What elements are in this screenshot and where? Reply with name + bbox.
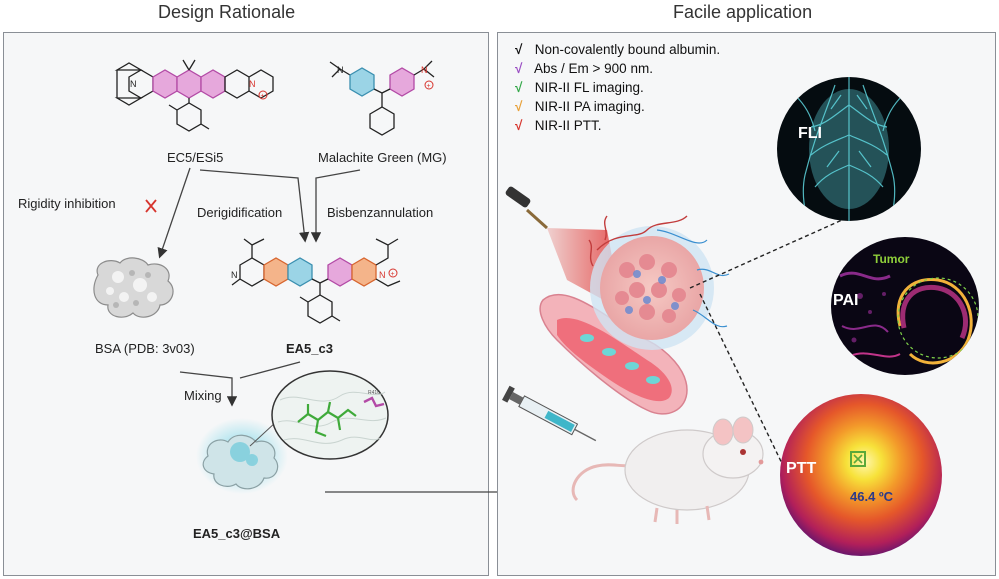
- ptt-thermal-image: [780, 394, 942, 556]
- feature-item: √ NIR-II FL imaging.: [515, 80, 644, 95]
- malachite-green-label: Malachite Green (MG): [318, 150, 447, 165]
- ec5-esi5-label: EC5/ESi5: [167, 150, 224, 165]
- bsa-protein-illustration: [93, 257, 174, 318]
- svg-text:N: N: [231, 270, 238, 280]
- svg-text:N: N: [379, 270, 386, 280]
- check-icon: √: [515, 80, 523, 95]
- feature-item: √ NIR-II PTT.: [515, 118, 602, 133]
- temperature-readout: 46.4 ºC: [850, 489, 894, 504]
- ptt-label: PTT: [786, 460, 817, 477]
- check-icon: √: [515, 118, 523, 133]
- fli-label: FLI: [798, 125, 822, 142]
- ea5-c3-structure: N N +: [231, 238, 401, 324]
- check-icon: √: [515, 99, 523, 114]
- svg-text:R410: R410: [368, 390, 380, 396]
- ec5-structure: N N +: [114, 59, 274, 132]
- check-icon: √: [515, 61, 523, 76]
- svg-text:+: +: [261, 93, 265, 100]
- rigidity-inhibition-label: Rigidity inhibition: [18, 196, 116, 211]
- svg-text:+: +: [391, 271, 395, 278]
- ea5-bsa-complex-illustration: R410: [196, 370, 389, 494]
- feature-item: √ NIR-II PA imaging.: [515, 99, 645, 114]
- bisbenzannulation-label: Bisbenzannulation: [327, 205, 434, 220]
- tumor-mouse-illustration: [502, 186, 764, 524]
- svg-text:N: N: [249, 79, 256, 89]
- feature-item: √ Non-covalently bound albumin.: [515, 42, 721, 57]
- mixing-label: Mixing: [184, 388, 222, 403]
- svg-text:N: N: [130, 79, 137, 89]
- ea5-c3-bsa-label: EA5_c3@BSA: [193, 526, 281, 541]
- feature-item: √ Abs / Em > 900 nm.: [515, 61, 653, 76]
- fli-image: [777, 77, 921, 221]
- svg-text:N: N: [421, 65, 428, 75]
- pai-image: [831, 237, 979, 375]
- check-icon: √: [515, 42, 523, 57]
- pai-label: PAI: [833, 292, 859, 309]
- mg-structure: N N +: [329, 60, 435, 136]
- design-rationale-title: Design Rationale: [158, 2, 296, 22]
- derigidification-label: Derigidification: [197, 205, 283, 220]
- tumor-label: Tumor: [873, 252, 910, 266]
- svg-text:N: N: [337, 65, 344, 75]
- svg-text:+: +: [427, 83, 431, 90]
- bsa-label: BSA (PDB: 3v03): [95, 341, 195, 356]
- ea5-c3-label: EA5_c3: [286, 341, 333, 356]
- facile-application-title: Facile application: [673, 2, 813, 22]
